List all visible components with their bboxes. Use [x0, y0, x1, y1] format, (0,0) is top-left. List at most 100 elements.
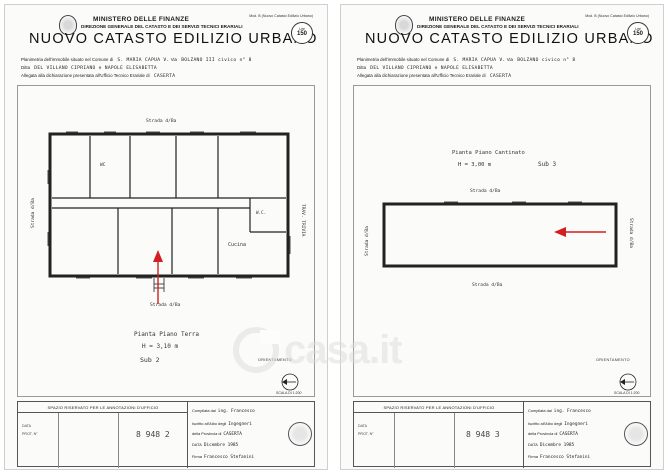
price-label: Lire	[299, 27, 305, 31]
header-title: NUOVO CATASTO EDILIZIO URBANO	[29, 31, 318, 47]
wc-label-2: W.C.	[256, 210, 266, 215]
divider	[454, 413, 455, 468]
wc-label-1: WC	[100, 162, 106, 168]
provincia-label: della Provincia di	[528, 431, 558, 436]
prot-label: PROT. N°	[358, 432, 374, 436]
data-label: DATA	[358, 424, 368, 428]
data-comp-value: Dicembre 1985	[203, 443, 239, 448]
compilata-label: Compilata dal	[192, 408, 216, 413]
outer-wall	[48, 132, 290, 278]
compilata-label: Compilata dal	[528, 408, 552, 413]
windows	[47, 131, 291, 279]
strada-bottom-label: Strada d/Ba	[150, 302, 181, 308]
planimetria-label: Planimetria dell'immobile situato nel Co…	[357, 57, 450, 62]
strada-bottom-label: Strada d/Ba	[472, 282, 503, 288]
firma-value: Francesco Stefanini	[203, 455, 255, 460]
header-model: Mod. B (Nuovo Catasto Edilizio Urbano)	[249, 14, 313, 18]
header-direction: DIREZIONE GENERALE DEL CATASTO E DEI SER…	[81, 24, 243, 29]
strada-left-label: Strada d/Ba	[364, 226, 370, 256]
office-annotations: SPAZIO RISERVATO PER LE ANNOTAZIONI D'UF…	[18, 402, 188, 468]
planimetria-label: Planimetria dell'immobile situato nel Co…	[21, 57, 114, 62]
divider	[118, 413, 119, 468]
data-label: DATA	[22, 424, 32, 428]
entry-arrow-icon	[554, 227, 566, 237]
ditta-value: DEL VILLANO CIPRIANO e NAPOLE ELISABETTA	[34, 66, 157, 71]
office-annotations: SPAZIO RISERVATO PER LE ANNOTAZIONI D'UF…	[354, 402, 524, 468]
ufficio-value: CASERTA	[153, 74, 176, 79]
republic-emblem-icon	[395, 15, 413, 35]
floor-height: H = 3,10 m	[142, 343, 179, 350]
orientamento-label: ORIENTAMENTO	[596, 358, 630, 362]
floor-plan-basement: Pianta Piano Cantinato H = 3,00 m Sub 3 …	[364, 150, 637, 391]
header-ministry: MINISTERO DELLE FINANZE	[93, 16, 190, 23]
compilata-by: ing. Francesco	[217, 409, 255, 414]
cucina-label: Cucina	[228, 242, 246, 248]
price-value: 150	[296, 31, 307, 37]
scala-label: SCALA DI 1:200	[276, 391, 302, 395]
planimetria-line: Planimetria dell'immobile situato nel Co…	[357, 57, 575, 63]
engineer-seal-icon	[288, 422, 312, 446]
plan-area: WC W.C. Cucina Strada d/Ba Strada d/Ba S…	[17, 85, 315, 397]
iscritto-label: Iscritto all'Albo degli	[528, 421, 563, 426]
via-value: BOLZANO III civico n° 8	[181, 58, 252, 63]
catasto-sheet-left: MINISTERO DELLE FINANZE DIREZIONE GENERA…	[4, 4, 328, 470]
engineer-seal-icon	[624, 422, 648, 446]
divider	[394, 413, 395, 468]
ditta-label: Ditta	[357, 65, 367, 70]
header-model: Mod. B (Nuovo Catasto Edilizio Urbano)	[585, 14, 649, 18]
entry-arrow-icon	[153, 250, 163, 262]
strada-top-label: Strada d/Ba	[470, 188, 501, 194]
via-value: BOLZANO civico n° 8	[517, 58, 576, 63]
price-value: 150	[632, 31, 643, 37]
iscritto-role: Ingegneri	[228, 422, 253, 427]
scala-label: SCALA DI 1:200	[614, 391, 640, 395]
provincia-label: della Provincia di	[192, 431, 222, 436]
ditta-line: Ditta DEL VILLANO CIPRIANO e NAPOLE ELIS…	[21, 65, 157, 71]
allegata-line: Allegata alla dichiarazione presentata a…	[357, 73, 511, 79]
office-annotations-title: SPAZIO RISERVATO PER LE ANNOTAZIONI D'UF…	[18, 402, 188, 413]
floor-height: H = 3,00 m	[458, 162, 492, 168]
comune-value: S. MARIA CAPUA V.	[453, 58, 506, 63]
entrance-steps	[153, 278, 165, 292]
strada-right-label: Strada d/Ba	[628, 218, 634, 248]
handwritten-ref: 8 948 3	[466, 430, 500, 439]
data-comp-label: DATA	[192, 442, 202, 447]
data-comp-value: Dicembre 1985	[539, 443, 575, 448]
provincia-value: CASERTA	[559, 432, 578, 437]
comune-value: S. MARIA CAPUA V.	[117, 58, 170, 63]
via-label: Via	[170, 57, 177, 62]
watermark-logo-icon	[233, 327, 280, 373]
sub-label: Sub 3	[538, 161, 556, 168]
handwritten-ref: 8 948 2	[136, 430, 170, 439]
provincia-value: CASERTA	[223, 432, 242, 437]
allegata-line: Allegata alla dichiarazione presentata a…	[21, 73, 175, 79]
compass-arrow-icon	[282, 379, 287, 385]
header-ministry: MINISTERO DELLE FINANZE	[429, 16, 526, 23]
office-annotations-title: SPAZIO RISERVATO PER LE ANNOTAZIONI D'UF…	[354, 402, 524, 413]
casa-it-watermark: casa.it	[232, 320, 432, 384]
watermark-text: casa.it	[284, 328, 403, 372]
floor-title: Pianta Piano Terra	[134, 331, 199, 338]
ufficio-value: CASERTA	[489, 74, 512, 79]
allegata-label: Allegata alla dichiarazione presentata a…	[21, 73, 150, 78]
price-stamp: Lire 150	[627, 22, 649, 44]
price-stamp: Lire 150	[291, 22, 313, 44]
compilata-by: ing. Francesco	[553, 409, 591, 414]
divider	[58, 413, 59, 468]
floor-plan-ground: WC W.C. Cucina Strada d/Ba Strada d/Ba S…	[30, 118, 306, 391]
plan-area: Pianta Piano Cantinato H = 3,00 m Sub 3 …	[353, 85, 651, 397]
strada-top-label: Strada d/Ba	[146, 118, 177, 124]
ditta-value: DEL VILLANO CIPRIANO e NAPOLE ELISABETTA	[370, 66, 493, 71]
compass-arrow-icon	[620, 379, 625, 385]
firma-label: Firma	[528, 454, 538, 459]
footer: SPAZIO RISERVATO PER LE ANNOTAZIONI D'UF…	[17, 401, 315, 468]
strada-right-label: TRAV. TRIVIA	[300, 204, 306, 237]
